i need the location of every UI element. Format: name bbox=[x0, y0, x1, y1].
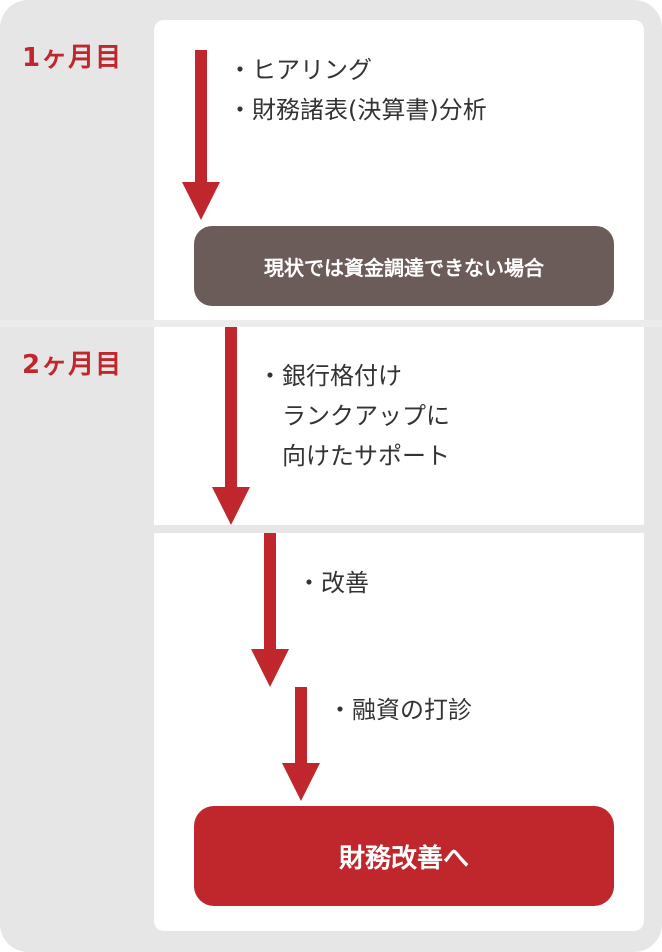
step-1-items: ・ヒアリング ・財務諸表(決算書)分析 bbox=[228, 50, 487, 130]
step-3-items: ・改善 bbox=[297, 563, 369, 603]
month-label-1: 1ヶ月目 bbox=[22, 43, 123, 73]
step-item: ・財務諸表(決算書)分析 bbox=[228, 96, 487, 124]
step-item: ・ヒアリング bbox=[228, 56, 372, 84]
month-separator bbox=[0, 320, 662, 327]
step-item: ・銀行格付け bbox=[258, 362, 402, 390]
step-item: ランクアップに bbox=[258, 402, 450, 430]
step-item: ・融資の打診 bbox=[328, 696, 472, 724]
situation-box: 現状では資金調達できない場合 bbox=[194, 226, 614, 306]
step-4-items: ・融資の打診 bbox=[328, 690, 472, 730]
month-label-2: 2ヶ月目 bbox=[22, 350, 123, 380]
result-box: 財務改善へ bbox=[194, 806, 614, 906]
step-2-items: ・銀行格付け ランクアップに 向けたサポート bbox=[258, 356, 450, 476]
step-item: 向けたサポート bbox=[258, 442, 450, 470]
step-item: ・改善 bbox=[297, 569, 369, 597]
